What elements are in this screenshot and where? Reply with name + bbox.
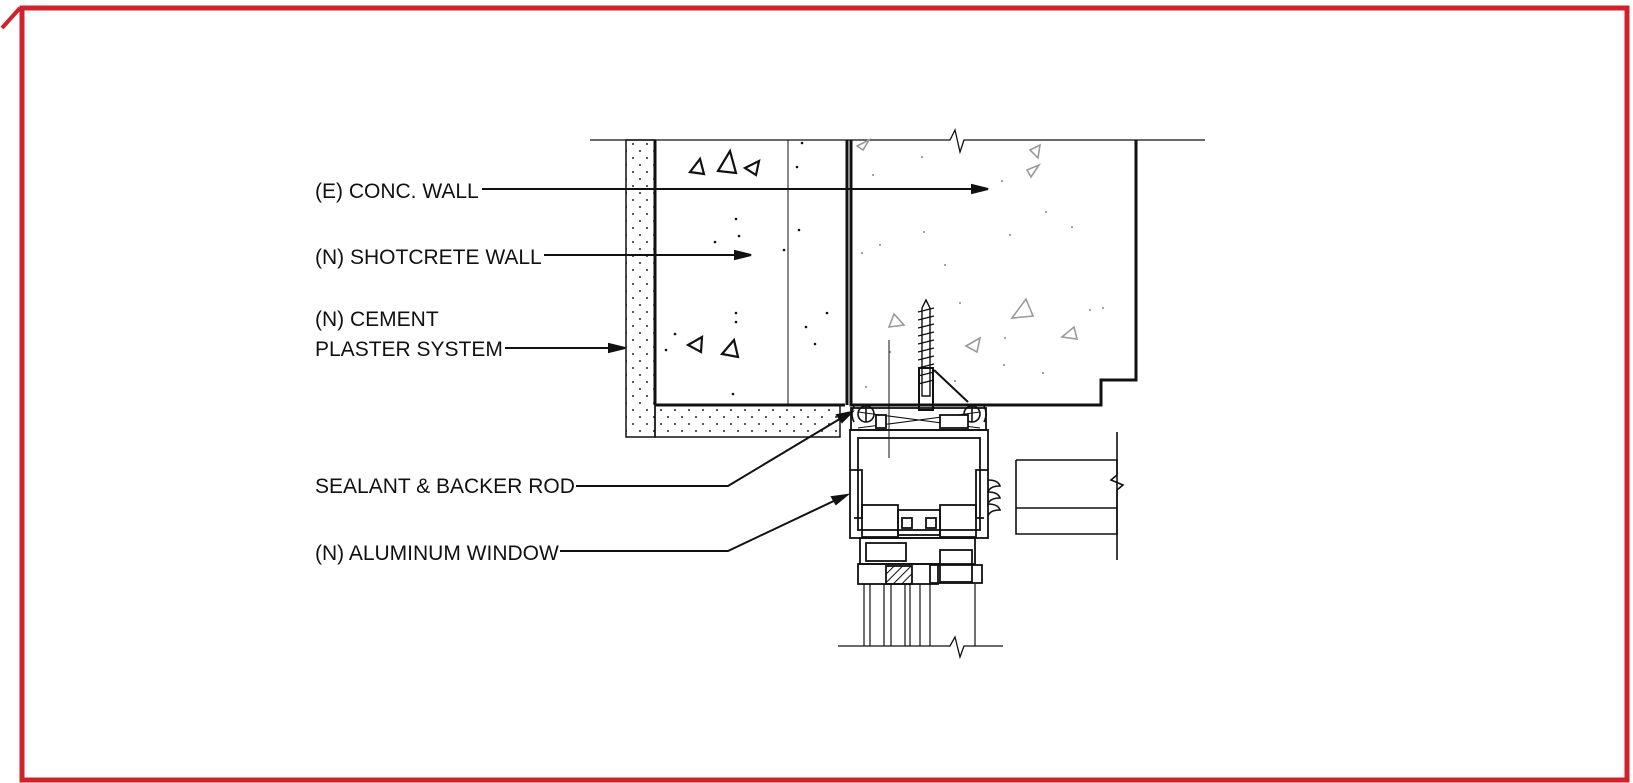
existing-concrete-wall bbox=[849, 140, 1138, 407]
label-cement-plaster-line1: (N) CEMENT bbox=[315, 308, 439, 331]
label-shotcrete-wall: (N) SHOTCRETE WALL bbox=[315, 246, 542, 269]
aluminum-window-frame bbox=[849, 407, 989, 585]
cement-plaster-system bbox=[625, 139, 841, 438]
concrete-dots bbox=[860, 155, 1105, 389]
border-corner-mark bbox=[0, 6, 22, 30]
leader-lines bbox=[482, 183, 989, 552]
label-conc-wall: (E) CONC. WALL bbox=[315, 180, 479, 203]
label-cement-plaster-line2: PLASTER SYSTEM bbox=[315, 338, 503, 361]
glazing-lines bbox=[863, 584, 976, 646]
top-break-line bbox=[590, 128, 1205, 155]
shotcrete-dots bbox=[664, 141, 829, 396]
shotcrete-wall bbox=[653, 140, 849, 407]
anchor-screw bbox=[888, 298, 969, 458]
bottom-break-line bbox=[838, 635, 1003, 660]
label-sealant: SEALANT & BACKER ROD bbox=[315, 475, 575, 498]
label-aluminum-window: (N) ALUMINUM WINDOW bbox=[315, 542, 559, 565]
sheet-border bbox=[19, 5, 1630, 783]
interior-trim bbox=[986, 432, 1125, 560]
concrete-aggregate bbox=[855, 138, 1079, 354]
